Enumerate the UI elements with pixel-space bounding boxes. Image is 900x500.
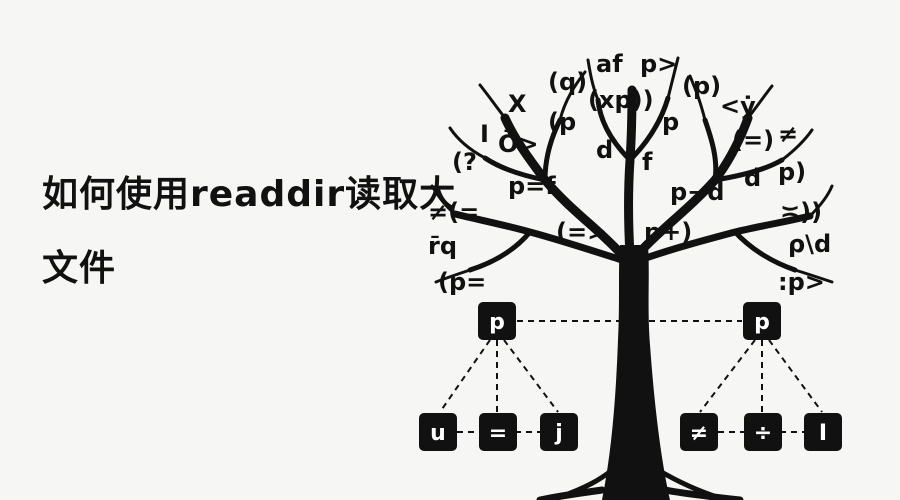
- top-nodes: p p: [478, 302, 781, 340]
- canopy-symbol: (p: [548, 108, 576, 136]
- canopy-symbol: af: [596, 50, 623, 78]
- page-title: 如何使用readdir读取大 文件: [42, 158, 502, 306]
- canopy-symbol: r̄q: [428, 232, 457, 260]
- canopy-symbol: p−d: [670, 178, 724, 206]
- title-line-1: 如何使用readdir读取大: [42, 174, 457, 215]
- canopy-symbol: X: [508, 90, 527, 118]
- node-label: ÷: [754, 421, 772, 446]
- diagram-connectors: [439, 320, 823, 433]
- node-label: =: [489, 421, 507, 446]
- canopy-symbol: p: [662, 108, 679, 136]
- node-label: j: [554, 421, 563, 446]
- canopy-symbol: <ẏ: [720, 92, 756, 120]
- canopy-symbol: d: [744, 164, 761, 192]
- node-box: [419, 413, 457, 451]
- canopy-symbol: d: [596, 136, 613, 164]
- canopy-symbol: (p=: [438, 268, 486, 296]
- canopy-symbol: ≠: [778, 120, 798, 148]
- node-box: [540, 413, 578, 451]
- canopy-symbol: (q): [548, 68, 587, 96]
- bottom-right-nodes: ≠ ÷ I: [680, 413, 842, 451]
- canopy-symbol: (=>: [556, 218, 607, 246]
- node-label: p: [489, 310, 505, 335]
- canopy-symbol: ρ\d: [788, 230, 831, 258]
- node-box: [478, 302, 516, 340]
- node-box: [680, 413, 718, 451]
- canopy-symbols: (q) af p> (p) X (xp)) I (p <ẏ Ō> d p (=)…: [428, 50, 831, 296]
- canopy-symbol: :p>: [778, 268, 825, 296]
- canopy-symbol: (xp)): [588, 86, 654, 114]
- node-label: ≠: [690, 421, 708, 446]
- node-box: [479, 413, 517, 451]
- node-box: [743, 302, 781, 340]
- node-label: I: [819, 421, 827, 446]
- canopy-symbol: Ō>: [498, 128, 539, 158]
- tree-roots: [536, 467, 744, 500]
- canopy-symbol: f: [642, 148, 653, 176]
- canopy-symbol: (?: [452, 148, 477, 176]
- node-label: u: [430, 421, 446, 446]
- canopy-symbol: ≍)): [780, 198, 822, 226]
- node-label: p: [754, 310, 770, 335]
- canopy-symbol: p>: [640, 50, 677, 78]
- canopy-symbol: p): [778, 158, 806, 186]
- title-line-2: 文件: [42, 248, 117, 289]
- tree-branches: [430, 56, 834, 284]
- tree-trunk: [602, 245, 670, 500]
- canopy-symbol: (=): [732, 126, 774, 154]
- canopy-symbol: I: [480, 120, 489, 148]
- bottom-left-nodes: u = j: [419, 413, 578, 451]
- canopy-symbol: (p): [682, 72, 721, 100]
- canopy-symbol: ≠(=: [428, 198, 479, 226]
- canopy-symbol: p+): [644, 218, 692, 246]
- canopy-symbol: p=f: [508, 172, 556, 200]
- node-box: [804, 413, 842, 451]
- node-box: [744, 413, 782, 451]
